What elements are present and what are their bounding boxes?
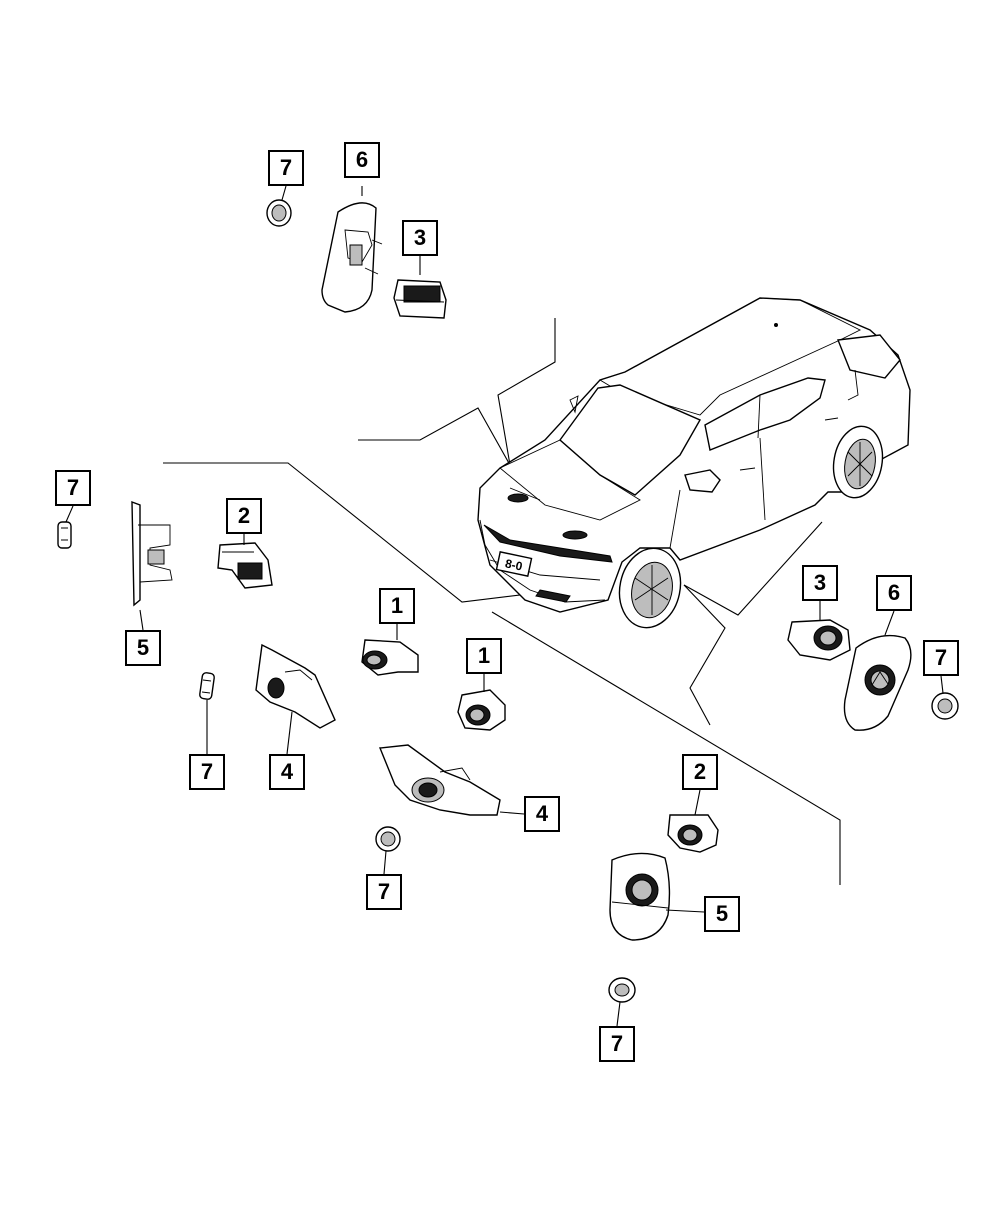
callout-6: 6 (876, 575, 912, 611)
callout-3: 3 (802, 565, 838, 601)
sensor-part (361, 639, 419, 676)
ring-seal-part (266, 199, 292, 227)
callout-5: 5 (125, 630, 161, 666)
ring-seal-part (375, 826, 401, 852)
callout-3: 3 (402, 220, 438, 256)
sensor-part (217, 542, 273, 589)
bezel-bracket-part (321, 202, 383, 313)
callout-5: 5 (704, 896, 740, 932)
bracket-part (255, 643, 336, 729)
sensor-part (393, 279, 447, 319)
license-plate-text: 8-0 (504, 556, 524, 573)
callout-leaders (65, 185, 944, 1027)
callout-4: 4 (524, 796, 560, 832)
callout-7: 7 (189, 754, 225, 790)
ring-clip-part (57, 521, 72, 549)
callout-1: 1 (379, 588, 415, 624)
callout-7: 7 (55, 470, 91, 506)
callout-2: 2 (682, 754, 718, 790)
callout-4: 4 (269, 754, 305, 790)
callout-7: 7 (366, 874, 402, 910)
sensor-part (457, 689, 506, 731)
leader-lines (163, 318, 841, 885)
callout-1: 1 (466, 638, 502, 674)
callout-6: 6 (344, 142, 380, 178)
ring-seal-part (608, 977, 636, 1003)
callout-7: 7 (599, 1026, 635, 1062)
bracket-part (379, 744, 501, 816)
bezel-part (843, 634, 912, 731)
sensor-part (667, 814, 719, 853)
vehicle-illustration: 8-0 (477, 297, 911, 629)
bracket-part (131, 500, 173, 607)
callout-7: 7 (923, 640, 959, 676)
callout-2: 2 (226, 498, 262, 534)
ring-seal-part (931, 692, 959, 720)
ring-clip-part (199, 672, 215, 700)
bezel-part (609, 852, 671, 941)
sensor-part (787, 619, 851, 661)
callout-7: 7 (268, 150, 304, 186)
